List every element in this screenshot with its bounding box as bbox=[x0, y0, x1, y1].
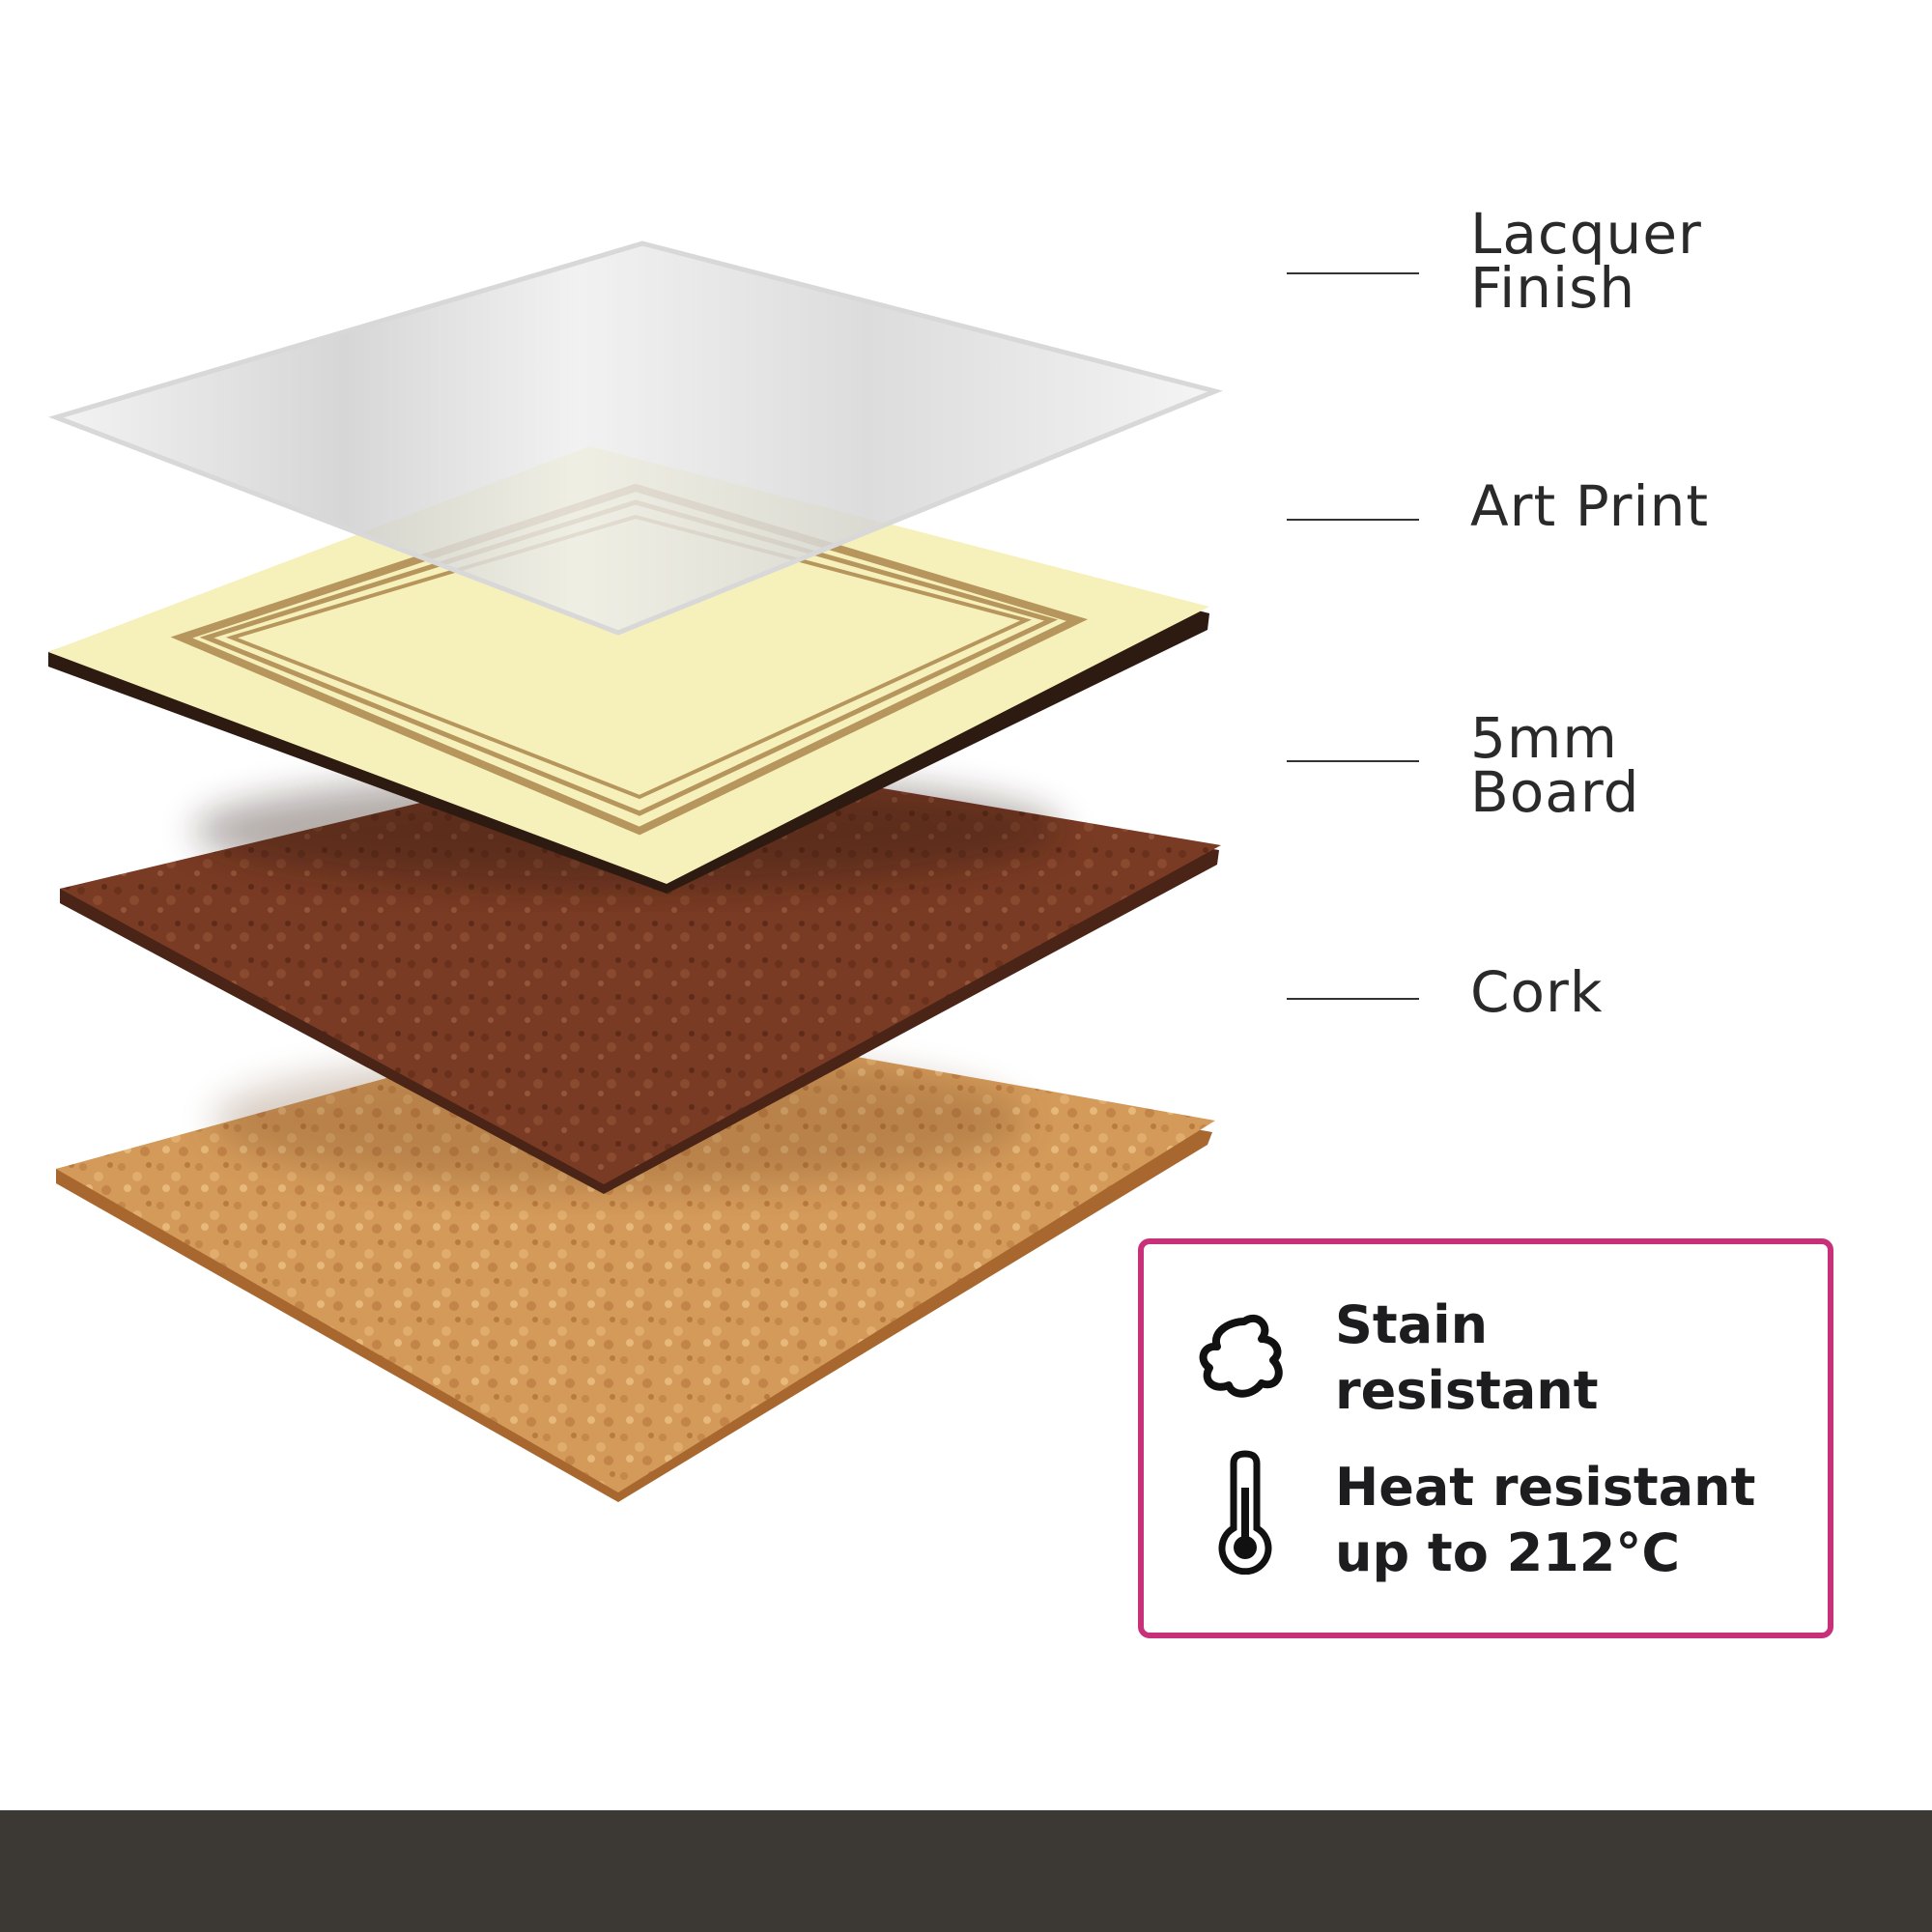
feature-heat-resistant: Heat resistant up to 212°C bbox=[1335, 1457, 1756, 1583]
leader-line-art-print bbox=[1287, 519, 1419, 521]
coaster-layers-illustration bbox=[48, 241, 1223, 1502]
leader-line-board bbox=[1287, 760, 1419, 762]
thermometer-icon bbox=[1218, 1450, 1272, 1575]
stain-icon bbox=[1199, 1314, 1283, 1398]
layer-label-lacquer-finish: Lacquer Finish bbox=[1470, 201, 1702, 321]
leader-line-lacquer bbox=[1287, 272, 1419, 274]
art-print-layer bbox=[48, 446, 1209, 894]
feature-stain-resistant: Stain resistant bbox=[1335, 1294, 1599, 1421]
lacquer-layer bbox=[48, 241, 1223, 636]
footer-bar bbox=[0, 1810, 1932, 1932]
features-box: Stain resistant Heat resistant up to 212… bbox=[1138, 1238, 1833, 1638]
layer-label-5mm-board: 5mm Board bbox=[1470, 705, 1640, 825]
layer-label-cork: Cork bbox=[1470, 959, 1604, 1025]
layer-label-art-print: Art Print bbox=[1470, 473, 1710, 539]
leader-line-cork bbox=[1287, 998, 1419, 1000]
